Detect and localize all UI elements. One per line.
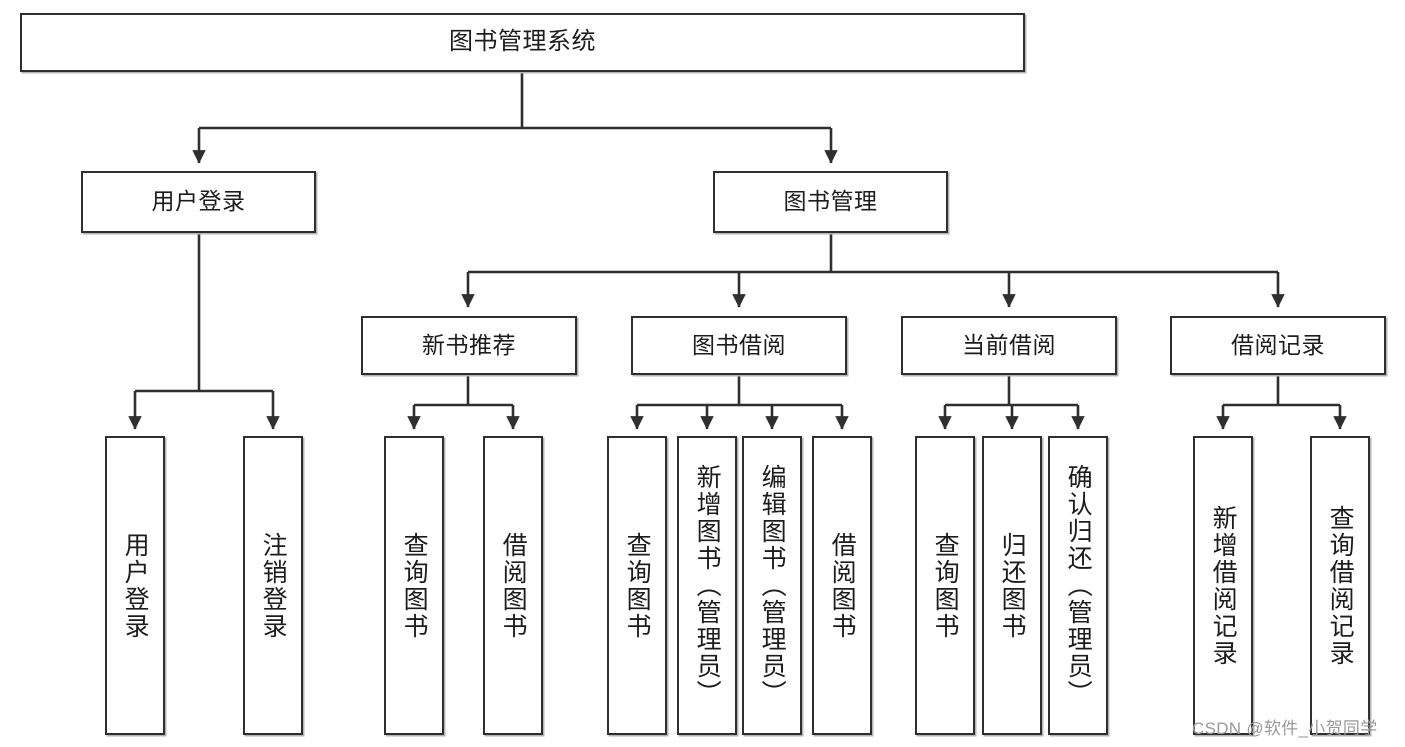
node-borrow-record-label: 借阅记录	[1231, 331, 1325, 358]
node-leaf-return-book-label: 归还图书	[998, 531, 1027, 640]
node-leaf-edit-book-label: 编辑图书（管理员）	[758, 464, 787, 707]
node-leaf-borrow-book-1[interactable]: 借阅图书	[483, 436, 543, 735]
node-leaf-logout-login-label: 注销登录	[259, 531, 288, 640]
node-root-system[interactable]: 图书管理系统	[20, 13, 1025, 72]
node-leaf-edit-book[interactable]: 编辑图书（管理员）	[742, 436, 802, 735]
node-leaf-borrow-book-1-label: 借阅图书	[499, 531, 528, 640]
node-leaf-add-record[interactable]: 新增借阅记录	[1193, 436, 1253, 735]
node-borrow-record[interactable]: 借阅记录	[1170, 316, 1386, 375]
node-leaf-query-record-label: 查询借阅记录	[1326, 504, 1355, 667]
node-current-borrow[interactable]: 当前借阅	[901, 316, 1117, 375]
node-leaf-query-book-1[interactable]: 查询图书	[384, 436, 444, 735]
node-book-management-label: 图书管理	[783, 188, 878, 215]
node-leaf-query-book-2-label: 查询图书	[623, 531, 652, 640]
node-leaf-query-record[interactable]: 查询借阅记录	[1310, 436, 1370, 735]
node-leaf-query-book-3[interactable]: 查询图书	[915, 436, 975, 735]
node-new-book-recommend-label: 新书推荐	[422, 331, 516, 358]
node-new-book-recommend[interactable]: 新书推荐	[361, 316, 577, 375]
node-leaf-add-book-label: 新增图书（管理员）	[693, 464, 722, 707]
node-leaf-logout-login[interactable]: 注销登录	[243, 436, 303, 735]
node-book-management[interactable]: 图书管理	[713, 171, 948, 233]
node-leaf-query-book-1-label: 查询图书	[400, 531, 429, 640]
node-leaf-borrow-book-2-label: 借阅图书	[828, 531, 857, 640]
node-current-borrow-label: 当前借阅	[962, 331, 1056, 358]
node-book-borrow-label: 图书借阅	[692, 331, 786, 358]
node-user-login-label: 用户登录	[151, 188, 246, 215]
node-leaf-confirm-return[interactable]: 确认归还（管理员）	[1048, 436, 1108, 735]
node-book-borrow[interactable]: 图书借阅	[631, 316, 847, 375]
node-leaf-query-book-2[interactable]: 查询图书	[607, 436, 667, 735]
node-leaf-user-login-label: 用户登录	[121, 531, 150, 640]
node-leaf-query-book-3-label: 查询图书	[931, 531, 960, 640]
node-user-login[interactable]: 用户登录	[81, 171, 316, 233]
node-leaf-add-book[interactable]: 新增图书（管理员）	[677, 436, 737, 735]
node-leaf-return-book[interactable]: 归还图书	[982, 436, 1042, 735]
node-leaf-borrow-book-2[interactable]: 借阅图书	[812, 436, 872, 735]
node-leaf-confirm-return-label: 确认归还（管理员）	[1064, 464, 1093, 707]
node-leaf-add-record-label: 新增借阅记录	[1209, 504, 1238, 667]
node-root-system-label: 图书管理系统	[449, 28, 596, 56]
node-leaf-user-login[interactable]: 用户登录	[105, 436, 165, 735]
